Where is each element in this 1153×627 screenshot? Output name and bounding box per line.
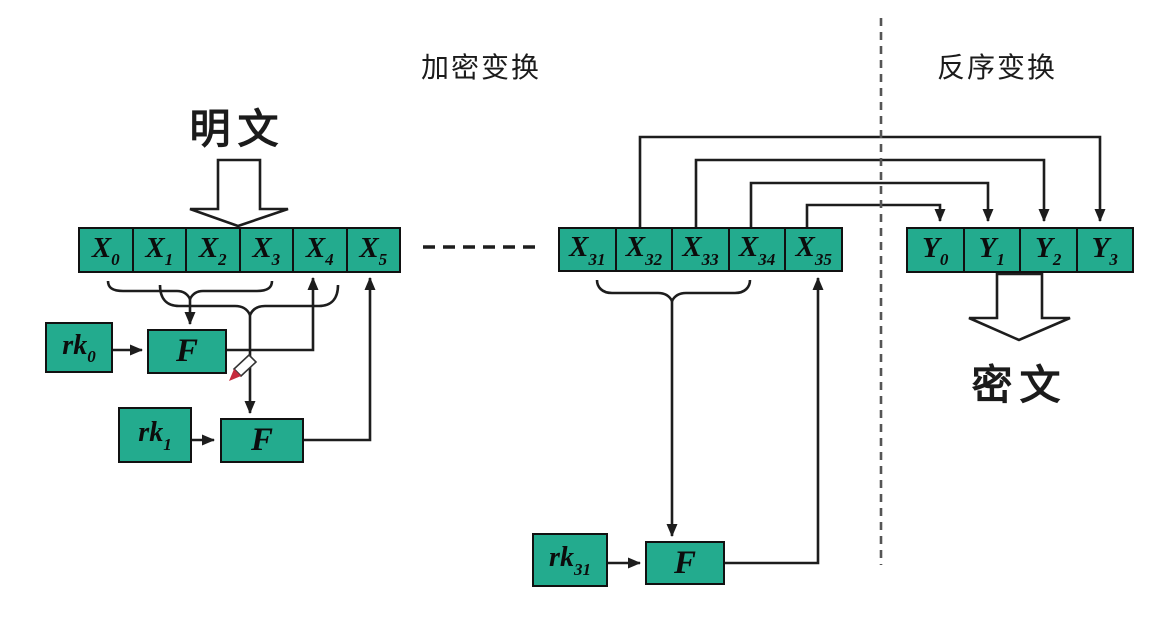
state-cell-x34: X34 [727,229,785,270]
round-function-box-f31: F [645,541,725,585]
reverse-section-label: 反序变换 [936,51,1057,84]
wire-x33-to-y2 [694,158,1050,228]
plaintext-arrow [189,158,289,228]
round-function-box-f1: F [220,418,304,463]
output-row: Y0 Y1 Y2 Y3 [906,227,1134,273]
brace-x0-x3 [106,280,274,302]
state-cell-x1: X1 [131,229,185,271]
ciphertext-label: 密文 [971,361,1068,409]
brace-x1-x4 [158,284,340,319]
state-cell-x0: X0 [80,229,132,271]
pen-cursor-icon [229,353,258,381]
state-cell-x33: X33 [671,229,728,270]
wire-x34-to-y1 [749,181,994,228]
brace-x31-x34 [595,279,752,304]
round-key-box-rk1: rk1 [118,407,192,463]
state-cell-x3: X3 [238,229,292,271]
state-cell-x31: X31 [560,229,615,270]
plaintext-label: 明文 [189,105,286,153]
wire-x32-to-y3 [638,135,1106,228]
state-row-final: X31 X32 X33 X34 X35 [558,227,843,272]
state-cell-x4: X4 [292,229,346,271]
f31-output-to-x35 [725,277,824,565]
f1-output-to-x5 [304,277,376,442]
round-key-box-rk0: rk0 [45,322,113,373]
f0-output-to-x4 [227,277,319,352]
output-cell-y3: Y3 [1075,229,1132,271]
state-cell-x2: X2 [185,229,239,271]
state-cell-x35: X35 [784,229,841,270]
round-key-box-rk31: rk31 [532,533,608,587]
state-row-initial: X0 X1 X2 X3 X4 X5 [78,227,401,273]
ciphertext-arrow [968,272,1071,342]
state-cell-x32: X32 [614,229,672,270]
wire-x35-to-y0 [805,203,946,228]
output-cell-y1: Y1 [962,229,1019,271]
output-cell-y0: Y0 [908,229,963,271]
round-function-box-f0: F [147,329,227,374]
state-cell-x5: X5 [345,229,399,271]
output-cell-y2: Y2 [1019,229,1076,271]
encryption-section-label: 加密变换 [420,51,541,84]
